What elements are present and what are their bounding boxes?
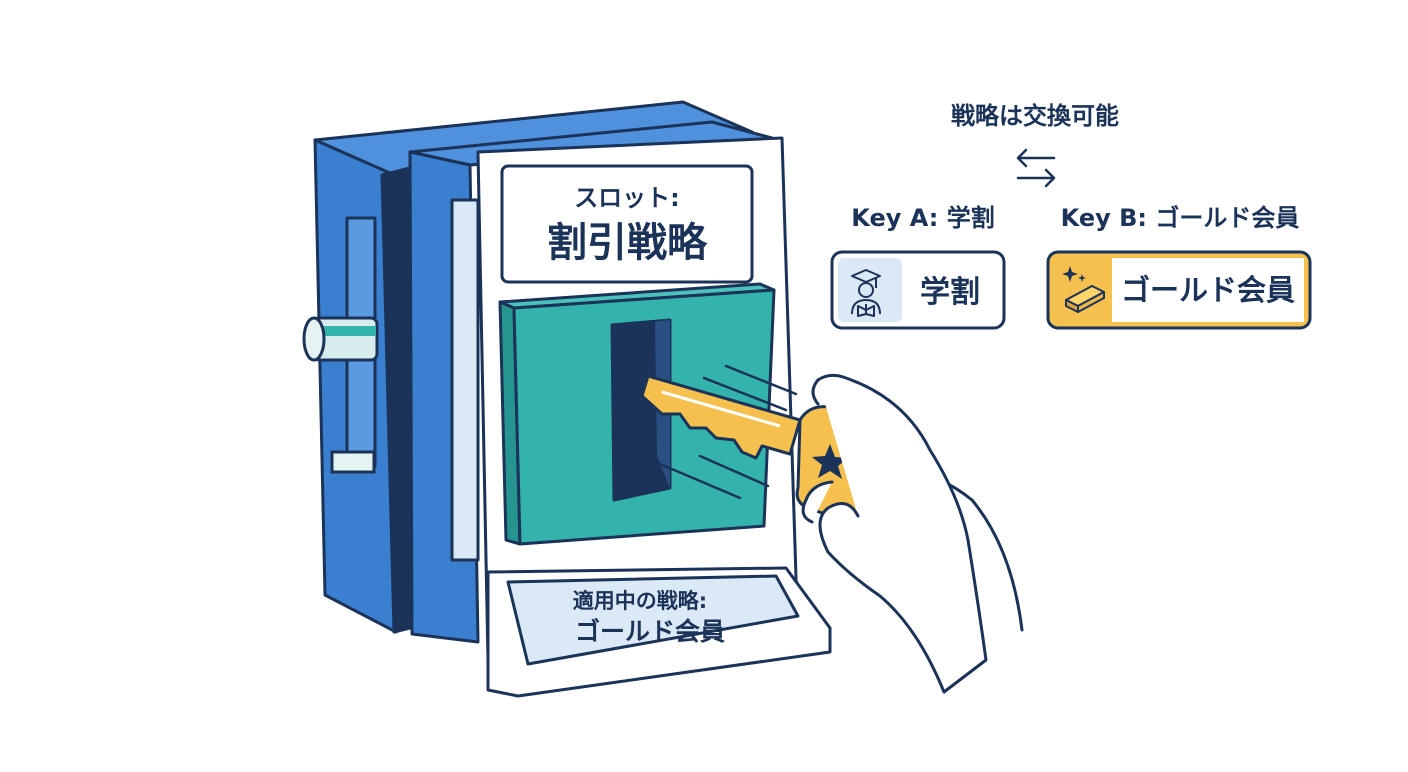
gold-bar-icon bbox=[1062, 266, 1105, 313]
slot-title: 割引戦略 bbox=[547, 220, 708, 266]
student-reading-icon bbox=[851, 269, 881, 317]
active-strategy-value: ゴールド会員 bbox=[575, 617, 725, 646]
swap-arrows-icon bbox=[1016, 148, 1056, 188]
legend-heading: 戦略は交換可能 bbox=[951, 102, 1119, 130]
key-b-title: Key B: ゴールド会員 bbox=[1061, 204, 1300, 232]
hand bbox=[801, 373, 1024, 694]
slot-title-box: スロット: 割引戦略 bbox=[500, 164, 754, 284]
slot-label: スロット: bbox=[574, 184, 680, 212]
star-icon bbox=[812, 444, 848, 479]
active-strategy-display: 適用中の戦略: ゴールド会員 bbox=[506, 574, 800, 666]
side-handle bbox=[302, 316, 379, 474]
key-slot-panel bbox=[498, 282, 776, 546]
key-a-title: Key A: 学割 bbox=[851, 204, 994, 232]
key-a-card-label: 学割 bbox=[920, 275, 980, 310]
motion-lines bbox=[658, 364, 798, 500]
key-a-card: 学割 bbox=[830, 250, 1006, 330]
key-b-card: ゴールド会員 bbox=[1046, 250, 1312, 330]
key-b-card-label: ゴールド会員 bbox=[1121, 273, 1295, 307]
active-strategy-label: 適用中の戦略: bbox=[573, 589, 707, 613]
